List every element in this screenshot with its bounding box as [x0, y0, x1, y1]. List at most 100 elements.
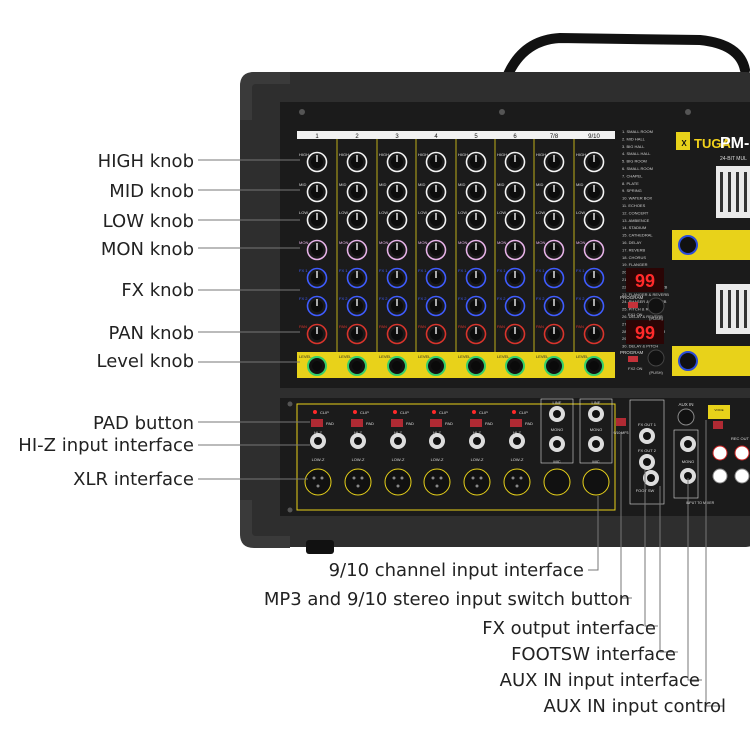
hiz-label: HI-Z	[354, 430, 362, 435]
callout-fx-knob: FX knob	[121, 280, 194, 301]
knob-row-label: MON	[339, 240, 348, 245]
fx1-on-button	[628, 302, 638, 308]
clip-label: CLIP	[360, 410, 369, 415]
effect-list-item: 4. SMALL HALL	[622, 151, 651, 156]
voice-canceller-button	[713, 421, 723, 429]
callout-aux-in-input: AUX IN input interface	[499, 670, 700, 691]
knob-row-label: FX 1	[536, 268, 545, 273]
mp3-switch-button	[616, 418, 626, 426]
effect-list-item: 18. CHORUS	[622, 255, 646, 260]
lower-panel	[280, 398, 750, 516]
eq-slider-track	[728, 172, 731, 212]
xlr-jack	[304, 468, 332, 496]
level-label: LEVEL	[339, 354, 352, 359]
pad-button	[351, 419, 363, 427]
knob-row-label: MID	[418, 182, 425, 187]
pad-button	[391, 419, 403, 427]
voice-canceller-label: VOICE	[714, 408, 723, 412]
eq-slider-track	[736, 290, 739, 328]
channel-number-strip	[297, 131, 615, 139]
mic-label: MIC	[553, 459, 560, 464]
knob-row-label: FX 1	[458, 268, 467, 273]
xlr-jack	[344, 468, 372, 496]
program-knob-b	[647, 349, 665, 367]
knob-row-label: HIGH	[299, 152, 309, 157]
leader-line	[659, 486, 678, 653]
channel-number: 1	[315, 134, 319, 140]
clip-led	[393, 410, 397, 414]
callout-mid-knob: MID knob	[109, 181, 194, 202]
level-knob-cap	[431, 361, 441, 371]
xlr-jack	[582, 468, 610, 496]
fx-out1-hole	[643, 432, 651, 440]
line-label: LINE	[553, 400, 562, 405]
effect-list-item: 26. DELAY & REVERB	[622, 314, 663, 319]
effect-list-item: 3. BIG HALL	[622, 144, 645, 149]
knob-row-label: LOW	[299, 210, 308, 215]
level-knob-cap	[510, 361, 520, 371]
effect-list-item: 24. PHASER & REVERB	[622, 299, 667, 304]
pad-label: PAD	[366, 421, 374, 426]
program-label: PROGRAM	[620, 350, 644, 355]
knob-row-label: FX 1	[379, 268, 388, 273]
clip-label: CLIP	[479, 410, 488, 415]
knob-row-label: HIGH	[536, 152, 546, 157]
fx2-on-label: FX2 ON	[628, 366, 643, 371]
xlr-jack	[423, 468, 451, 496]
effect-list-item: 1. SMALL ROOM	[622, 129, 653, 134]
callout-hiz-input: HI-Z input interface	[18, 435, 194, 456]
hiz-jack-hole	[314, 437, 322, 445]
level-knob-cap	[392, 361, 402, 371]
clip-label: CLIP	[519, 410, 528, 415]
knob-row-label: LOW	[576, 210, 585, 215]
knob-row-label: PAN	[418, 324, 426, 329]
xlr-pin	[396, 484, 400, 488]
xlr-pin	[435, 484, 439, 488]
knob-row-label: HIGH	[379, 152, 389, 157]
effect-list-item: 23. FLANGER & REVERB	[622, 292, 669, 297]
xlr-jack	[384, 468, 412, 496]
hiz-jack-hole	[394, 437, 402, 445]
knob-row-label: MON	[536, 240, 545, 245]
knob-row-label: PAN	[497, 324, 505, 329]
rca-red	[734, 445, 750, 461]
xlr-pin	[431, 476, 435, 480]
eq-slider-track	[736, 172, 739, 212]
callout-mon-knob: MON knob	[100, 239, 194, 260]
knob-row-label: MID	[339, 182, 346, 187]
knob-row-label: PAN	[576, 324, 584, 329]
level-knob-cap	[471, 361, 481, 371]
knob-row-label: MON	[299, 240, 308, 245]
effect-list-item: 17. REVERB	[622, 247, 645, 252]
aux-mono-label: MONO	[682, 459, 694, 464]
fx2-on-button	[628, 356, 638, 362]
level-knob-cap	[549, 361, 559, 371]
channel-number: 7/8	[550, 134, 559, 140]
knob-row-label: FX 1	[339, 268, 348, 273]
effect-list-item: 7. CHAPEL	[622, 173, 643, 178]
channel-number: 4	[434, 134, 438, 140]
effect-list-item: 2. MID HALL	[622, 136, 646, 141]
eq-slider-track	[720, 172, 723, 212]
fx-out-border	[629, 399, 665, 505]
level-label: LEVEL	[299, 354, 312, 359]
hiz-label: HI-Z	[473, 430, 481, 435]
channel-number: 5	[474, 134, 478, 140]
mono-label: MONO	[551, 427, 563, 432]
fx-out2-hole	[643, 458, 651, 466]
effect-list-item: 16. DELAY	[622, 240, 642, 245]
knob-row-label: MID	[299, 182, 306, 187]
xlr-pin	[352, 476, 356, 480]
eq-slider-track	[744, 290, 747, 328]
fx2-knob	[678, 351, 698, 371]
rca-red	[712, 445, 728, 461]
effect-list-item: 10. WATER BOX	[622, 196, 653, 201]
knob-row-label: FX 1	[576, 268, 585, 273]
knob-row-label: MID	[576, 182, 583, 187]
level-knob-cap	[312, 361, 322, 371]
display-b	[626, 320, 664, 344]
screw	[499, 109, 505, 115]
mic-label: MIC	[592, 459, 599, 464]
effect-list-item: 25. PITCH & REVERB	[622, 307, 662, 312]
knob-row-label: LOW	[458, 210, 467, 215]
